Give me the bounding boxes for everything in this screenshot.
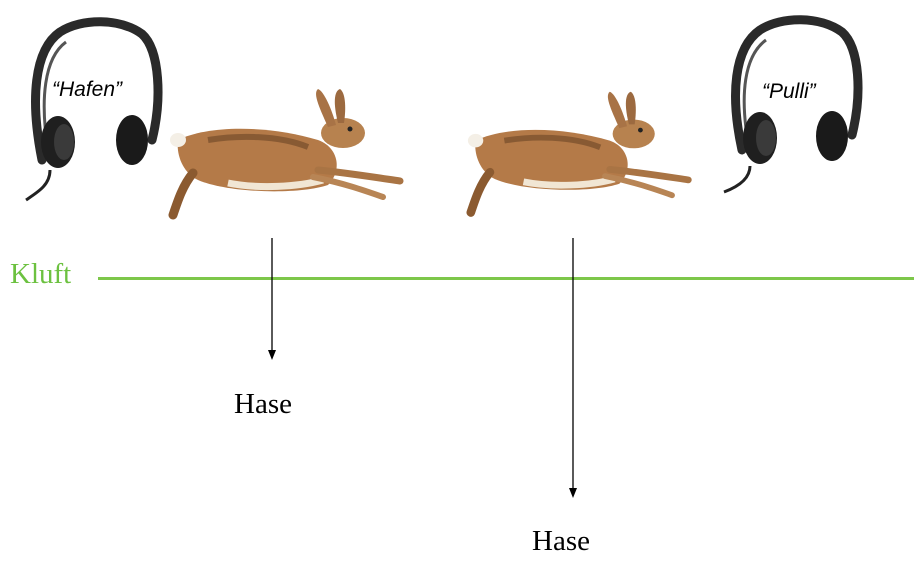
outcome-label-right: Hase: [532, 525, 590, 557]
headphones-icon-left: [25, 17, 163, 202]
arrow-down-icon-left: [268, 238, 276, 360]
hare-icon-right: [466, 91, 692, 217]
arrow-down-icon-right: [569, 238, 577, 498]
threshold-label: Kluft: [10, 258, 72, 290]
headphones-word-label-right: “Pulli”: [762, 80, 816, 103]
threshold-line: [98, 277, 914, 280]
headphones-word-label-left: “Hafen”: [52, 78, 123, 101]
headphones-icon-right: [723, 15, 863, 194]
hare-icon-left: [168, 89, 404, 220]
outcome-label-left: Hase: [234, 388, 292, 420]
